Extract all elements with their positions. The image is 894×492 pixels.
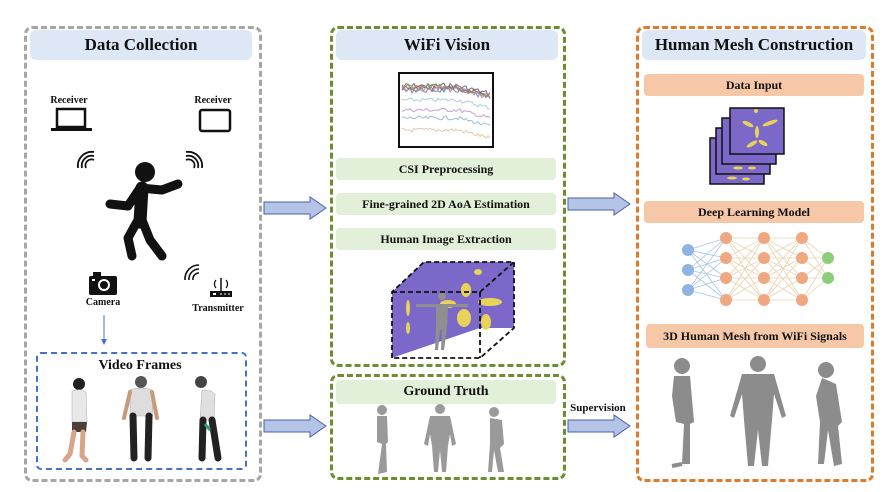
nn-edge	[687, 257, 727, 291]
signal-waves-transmitter-icon	[184, 264, 200, 281]
data-input-label: Data Input	[644, 74, 864, 96]
csi-line	[401, 97, 491, 110]
nn-edge	[687, 249, 727, 301]
output-mesh-side	[671, 358, 694, 468]
neural-network-diagram	[682, 232, 834, 306]
nn-edge	[801, 257, 829, 301]
arrow-to-human-mesh	[567, 192, 631, 216]
data-collection-title: Data Collection	[30, 30, 252, 60]
nn-node	[758, 252, 770, 264]
nn-edge	[763, 237, 803, 301]
nn-edge	[763, 237, 803, 279]
arrow-to-wifi-vision	[263, 196, 327, 220]
data-collection-panel	[24, 26, 262, 482]
nn-node	[796, 232, 808, 244]
nn-edge	[725, 237, 765, 259]
nn-edge	[763, 257, 803, 301]
nn-edge	[687, 237, 727, 251]
csi-line	[401, 83, 491, 98]
nn-edge	[687, 277, 727, 291]
laptop-icon	[51, 107, 92, 131]
camera-label: Camera	[85, 297, 121, 308]
nn-edge	[725, 257, 765, 279]
nn-node	[796, 272, 808, 284]
step-csi-preprocessing: CSI Preprocessing	[336, 158, 556, 180]
nn-edge	[687, 237, 727, 291]
camera-to-frames-arrow	[101, 315, 107, 345]
signal-waves-left-icon	[76, 150, 95, 169]
nn-node	[796, 252, 808, 264]
nn-edge	[687, 269, 727, 301]
csi-line	[401, 115, 491, 126]
nn-node	[682, 264, 694, 276]
video-frames-people	[62, 376, 222, 463]
signal-waves-right-icon	[185, 150, 204, 169]
csi-signal-plot	[398, 72, 494, 148]
nn-node	[682, 284, 694, 296]
nn-node	[682, 244, 694, 256]
video-frames-title: Video Frames	[98, 358, 182, 373]
tablet-icon	[198, 108, 232, 133]
nn-node	[720, 272, 732, 284]
ground-truth-panel	[330, 374, 566, 480]
tpose-mesh	[416, 292, 468, 350]
nn-edge	[725, 237, 765, 279]
nn-node	[720, 232, 732, 244]
nn-node	[758, 232, 770, 244]
nn-edge	[725, 257, 765, 301]
output-mesh-bent	[816, 362, 842, 466]
gt-mesh-back	[424, 404, 456, 472]
stacked-aoa-images	[709, 107, 785, 185]
nn-edge	[763, 237, 803, 259]
csi-line	[401, 127, 491, 139]
step-aoa-estimation: Fine-grained 2D AoA Estimation	[336, 193, 556, 215]
nn-edge	[687, 237, 727, 271]
supervision-label: Supervision	[570, 402, 626, 414]
person-frame-1	[62, 378, 89, 463]
gt-mesh-bent	[488, 407, 504, 472]
supervision-arrow	[567, 414, 631, 438]
aoa-cube-illustration	[391, 261, 515, 359]
nn-node	[796, 294, 808, 306]
router-icon	[210, 278, 232, 297]
transmitter-label: Transmitter	[192, 303, 244, 314]
nn-edge	[725, 277, 765, 301]
output-human-meshes	[671, 356, 842, 468]
person-frame-2	[122, 376, 159, 462]
receiver-left-label: Receiver	[50, 95, 88, 106]
video-frames-box	[36, 352, 247, 470]
human-mesh-title: Human Mesh Construction	[642, 30, 866, 60]
nn-node	[758, 294, 770, 306]
step-human-image-extraction: Human Image Extraction	[336, 228, 556, 250]
dancing-person-icon	[105, 162, 183, 261]
ground-truth-meshes	[377, 404, 504, 474]
arrow-to-ground-truth	[263, 414, 327, 438]
mesh-output-label: 3D Human Mesh from WiFi Signals	[646, 324, 864, 348]
csi-line	[401, 107, 491, 119]
gt-mesh-side	[377, 405, 388, 474]
nn-node	[822, 252, 834, 264]
nn-edge	[687, 289, 727, 301]
nn-node	[822, 272, 834, 284]
person-frame-3	[195, 376, 222, 462]
ground-truth-title: Ground Truth	[336, 380, 556, 404]
nn-node	[758, 272, 770, 284]
nn-node	[720, 252, 732, 264]
nn-node	[720, 294, 732, 306]
csi-line	[401, 85, 491, 99]
wifi-vision-title: WiFi Vision	[336, 30, 558, 60]
deep-learning-model-label: Deep Learning Model	[644, 201, 864, 223]
output-mesh-back	[730, 356, 786, 466]
nn-edge	[763, 257, 803, 279]
nn-edge	[763, 277, 803, 301]
nn-edge	[725, 237, 765, 301]
wifi-vision-panel	[330, 26, 566, 367]
human-mesh-panel	[636, 26, 874, 482]
receiver-right-label: Receiver	[194, 95, 232, 106]
camera-icon	[89, 272, 117, 295]
